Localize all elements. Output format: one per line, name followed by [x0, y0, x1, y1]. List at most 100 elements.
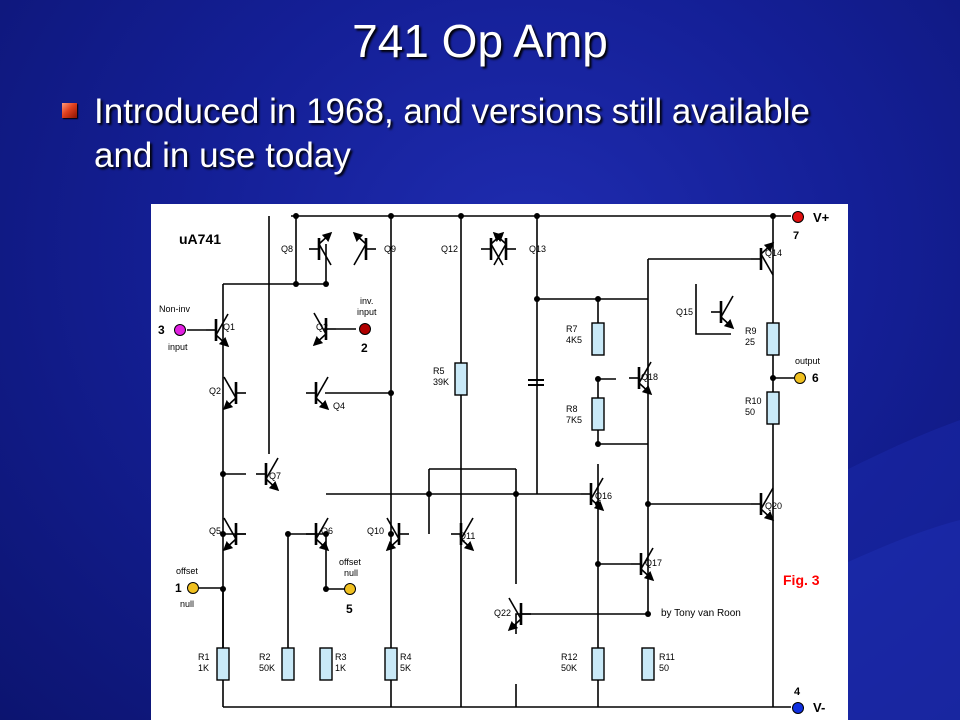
label-q12: Q12 [441, 244, 458, 254]
transistor-q9 [352, 231, 376, 266]
output-pin-dot [794, 372, 806, 384]
resistor-r10 [766, 391, 780, 425]
transistor-q22 [507, 597, 531, 632]
resistor-r5 [454, 362, 468, 396]
offset1-pin-num: 1 [175, 581, 182, 595]
value-r11: 50 [659, 663, 669, 673]
label-q2: Q2 [209, 386, 221, 396]
label-q13: Q13 [529, 244, 546, 254]
vminus-label: V- [813, 700, 825, 715]
label-q8: Q8 [281, 244, 293, 254]
inv-pin-num: 2 [361, 341, 368, 355]
label-q14: Q14 [765, 248, 782, 258]
vplus-pin-dot [792, 211, 804, 223]
transistor-q1 [206, 313, 230, 348]
vminus-pin-num: 4 [794, 686, 801, 698]
transistor-q5 [222, 517, 246, 552]
chip-label: uA741 [179, 231, 221, 247]
ua741-schematic: uA741 Fig. 3 by Tony van Roon Non-inv 3 … [151, 204, 848, 720]
inv-label: inv. [360, 296, 373, 306]
value-r2: 50K [259, 663, 275, 673]
label-r11: R11 [659, 652, 675, 662]
label-r5: R5 [433, 366, 445, 376]
label-q4: Q4 [333, 401, 345, 411]
label-r7: R7 [566, 324, 578, 334]
label-q5: Q5 [209, 526, 221, 536]
label-q1: Q1 [223, 322, 235, 332]
label-q18: Q18 [641, 372, 658, 382]
transistor-q13 [492, 231, 516, 266]
slide-title: 741 Op Amp [352, 15, 608, 67]
resistor-r2 [281, 647, 295, 681]
transistor-q6 [306, 517, 330, 552]
vplus-label: V+ [813, 210, 830, 225]
compensation-capacitor [528, 379, 544, 386]
vplus-pin-num: 7 [793, 230, 799, 242]
label-r9: R9 [745, 326, 757, 336]
resistor-r12 [591, 647, 605, 681]
offset1-pin-dot [187, 582, 199, 594]
value-r9: 25 [745, 337, 755, 347]
offset5-pin-dot [344, 583, 356, 595]
bullet-icon [62, 103, 77, 118]
transistor-q17 [631, 547, 655, 582]
transistor-q20 [751, 487, 775, 522]
label-r8: R8 [566, 404, 578, 414]
noninv-pin-num: 3 [158, 323, 165, 337]
noninv-pin-dot [174, 324, 186, 336]
label-q9: Q9 [384, 244, 396, 254]
value-r3: 1K [335, 663, 346, 673]
label-r4: R4 [400, 652, 412, 662]
label-q22: Q22 [494, 608, 511, 618]
value-r1: 1K [198, 663, 209, 673]
offset5-pin-num: 5 [346, 602, 353, 616]
label-q7: Q7 [269, 471, 281, 481]
label-q10: Q10 [367, 526, 384, 536]
output-pin-num: 6 [812, 371, 819, 385]
resistor-r11 [641, 647, 655, 681]
label-q20: Q20 [765, 501, 782, 511]
label-q15: Q15 [676, 307, 693, 317]
transistor-q15 [711, 295, 735, 330]
bullet-text: Introduced in 1968, and versions still a… [94, 92, 810, 175]
transistor-q18 [629, 361, 653, 396]
label-r2: R2 [259, 652, 271, 662]
label-q16: Q16 [595, 491, 612, 501]
noninv-label: Non-inv [159, 304, 191, 314]
value-r10: 50 [745, 407, 755, 417]
value-r4: 5K [400, 663, 411, 673]
label-r10: R10 [745, 396, 762, 406]
value-r12: 50K [561, 663, 577, 673]
resistor-r9 [766, 322, 780, 356]
transistor-q10 [385, 517, 409, 552]
offset1-label2: null [180, 599, 194, 609]
inv-label2: input [357, 307, 377, 317]
resistor-r8 [591, 397, 605, 431]
fig-label: Fig. 3 [783, 572, 820, 588]
offset5-label2: null [344, 568, 358, 578]
value-r7: 4K5 [566, 335, 582, 345]
label-r3: R3 [335, 652, 347, 662]
transistor-q8 [309, 231, 333, 266]
resistor-r4 [384, 647, 398, 681]
label-q2: Q2 [316, 322, 328, 332]
resistor-r7 [591, 322, 605, 356]
resistor-r3 [319, 647, 333, 681]
transistor-q4 [306, 376, 330, 411]
inv-pin-dot [359, 323, 371, 335]
transistor-q14 [751, 241, 775, 276]
transistor-q11 [451, 517, 475, 552]
label-r12: R12 [561, 652, 578, 662]
credit-label: by Tony van Roon [661, 608, 741, 619]
label-q17: Q17 [645, 558, 662, 568]
offset5-label: offset [339, 557, 361, 567]
label-r1: R1 [198, 652, 210, 662]
transistor-q2 [312, 312, 336, 347]
vminus-pin-dot [792, 702, 804, 714]
output-label: output [795, 356, 821, 366]
value-r5: 39K [433, 377, 449, 387]
label-q6: Q6 [321, 526, 333, 536]
label-q11: Q11 [459, 531, 475, 541]
resistor-r1 [216, 647, 230, 681]
noninv-label2: input [168, 342, 188, 352]
